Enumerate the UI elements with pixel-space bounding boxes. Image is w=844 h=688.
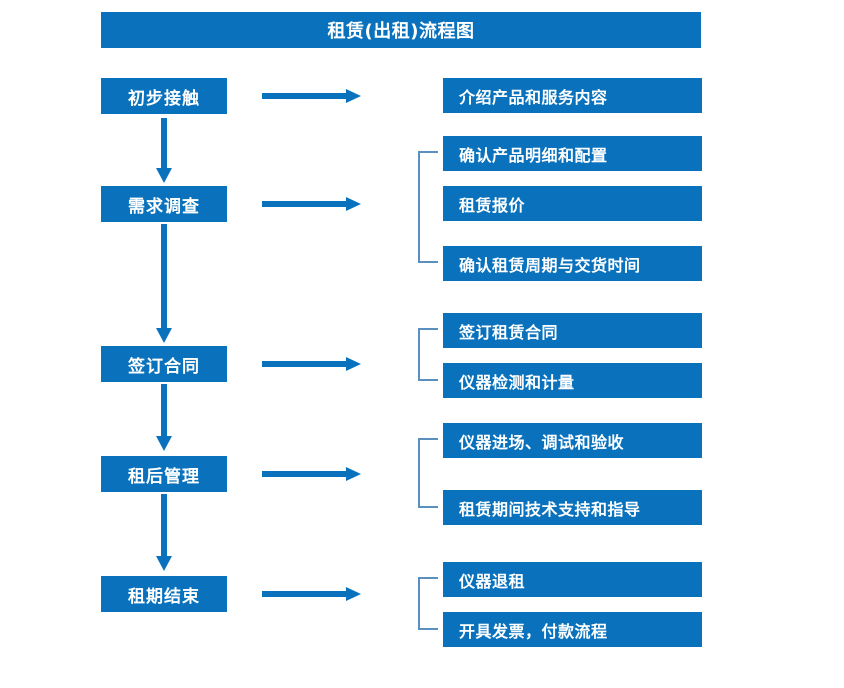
down-arrow-icon-1 <box>154 118 174 184</box>
right-arrow-icon-2 <box>262 195 362 213</box>
detail-box-instrument-delivery[interactable]: 仪器进场、调试和验收 <box>443 423 702 458</box>
detail-box-technical-support[interactable]: 租赁期间技术支持和指导 <box>443 490 702 525</box>
detail-box-introduce-products[interactable]: 介绍产品和服务内容 <box>443 78 702 113</box>
right-arrow-icon-1 <box>262 87 362 105</box>
right-arrow-icon-3 <box>262 355 362 373</box>
detail-box-instrument-inspection[interactable]: 仪器检测和计量 <box>443 363 702 398</box>
right-arrow-icon-5 <box>262 585 362 603</box>
detail-box-rental-quotation[interactable]: 租赁报价 <box>443 186 702 221</box>
right-arrow-icon-4 <box>262 465 362 483</box>
detail-box-confirm-rental-period[interactable]: 确认租赁周期与交货时间 <box>443 246 702 281</box>
stage-box-initial-contact[interactable]: 初步接触 <box>101 78 227 114</box>
stage-box-demand-survey[interactable]: 需求调查 <box>101 186 227 222</box>
down-arrow-icon-3 <box>154 384 174 452</box>
diagram-title: 租赁(出租)流程图 <box>101 12 701 48</box>
stage-box-rental-end[interactable]: 租期结束 <box>101 576 227 612</box>
detail-box-confirm-product-details[interactable]: 确认产品明细和配置 <box>443 136 702 171</box>
detail-box-sign-rental-contract[interactable]: 签订租赁合同 <box>443 313 702 348</box>
detail-box-invoice-payment[interactable]: 开具发票，付款流程 <box>443 612 702 647</box>
group-bracket-icon-post-rental <box>418 438 438 508</box>
down-arrow-icon-2 <box>154 224 174 344</box>
detail-box-instrument-return[interactable]: 仪器退租 <box>443 562 702 597</box>
stage-box-post-rental-management[interactable]: 租后管理 <box>101 456 227 492</box>
group-bracket-icon-rental-end <box>418 577 438 630</box>
group-bracket-icon-sign-contract <box>418 328 438 381</box>
group-bracket-icon-demand-survey <box>418 151 438 263</box>
stage-box-sign-contract[interactable]: 签订合同 <box>101 346 227 382</box>
down-arrow-icon-4 <box>154 494 174 572</box>
